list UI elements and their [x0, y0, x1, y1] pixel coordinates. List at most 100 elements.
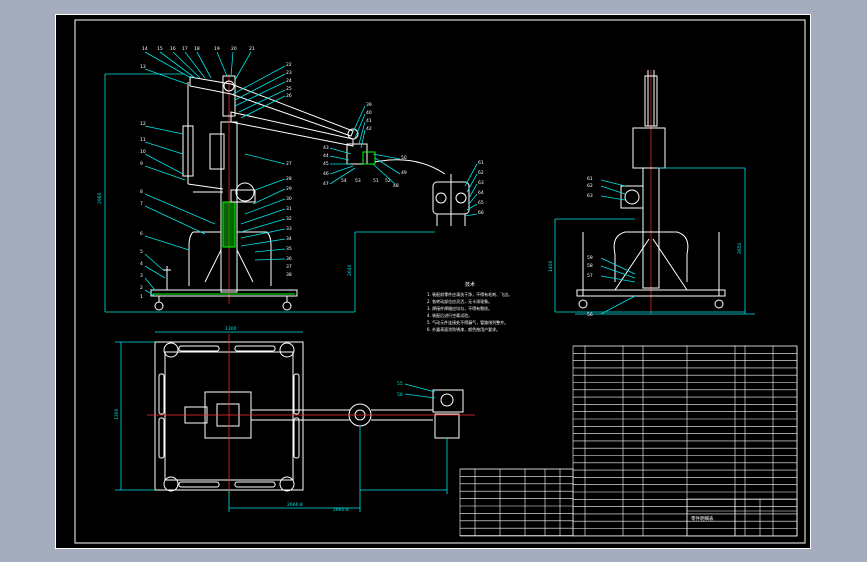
- balloon-number: 7: [140, 201, 143, 207]
- side-dimensions: [554, 167, 755, 315]
- balloon-number: 27: [286, 161, 292, 167]
- note-line: 6. 外露表面涂防锈漆，颜色按用户要求。: [427, 327, 501, 332]
- balloon-number: 61: [587, 176, 593, 182]
- plan-dimensions: [115, 331, 448, 512]
- balloon-number: 59: [587, 255, 593, 261]
- balloon-number: 62: [587, 183, 593, 189]
- note-line: 3. 焊接件焊缝应均匀，不得有裂纹。: [427, 306, 493, 311]
- note-line: 4. 装配后进行空载试验。: [427, 313, 473, 318]
- table-cell: [459, 468, 574, 537]
- balloon-number: 29: [286, 186, 292, 192]
- balloon-number: 12: [140, 121, 146, 127]
- plan-reach-a: 2660.8: [287, 502, 303, 508]
- balloon-number: 6: [140, 231, 143, 237]
- balloon-number: 38: [286, 272, 292, 278]
- balloon-number: 36: [286, 256, 292, 262]
- balloon-number: 18: [194, 46, 200, 52]
- balloon-number: 37: [286, 264, 292, 270]
- front-height-dimension: 2960: [97, 192, 103, 204]
- balloon-number: 4: [140, 261, 143, 267]
- balloon-number: 65: [478, 200, 484, 206]
- plan-width-dimension: 1300: [225, 326, 237, 332]
- balloon-number: 46: [323, 171, 329, 177]
- note-line: 5. 气动元件连接处不得漏气，管路排列整齐。: [427, 320, 509, 325]
- balloon-number: 1: [140, 294, 143, 300]
- balloon-number: 25: [286, 86, 292, 92]
- inner-border: [74, 19, 806, 544]
- balloon-number: 22: [286, 62, 292, 68]
- balloon-number: 57: [587, 273, 593, 279]
- balloon-number: 62: [478, 170, 484, 176]
- balloon-number: 41: [366, 118, 372, 124]
- balloon-number: 5: [140, 249, 143, 255]
- balloon-number: 14: [142, 46, 148, 52]
- balloon-number: 66: [478, 210, 484, 216]
- balloon-number: 56: [397, 392, 403, 398]
- balloon-number: 50: [401, 155, 407, 161]
- balloon-number: 13: [140, 64, 146, 70]
- balloon-number: 44: [323, 153, 329, 159]
- lower-arm: [230, 111, 354, 147]
- balloon-number: 19: [214, 46, 220, 52]
- plan-axes: [147, 334, 475, 498]
- balloon-number: 35: [286, 246, 292, 252]
- balloon-number: 17: [182, 46, 188, 52]
- front-view: [150, 74, 470, 311]
- balloon-number: 42: [366, 126, 372, 132]
- title-block-label: 零件明细表: [691, 515, 714, 522]
- balloon-number: 48: [393, 183, 399, 189]
- balloon-number: 20: [231, 46, 237, 52]
- side-height-dimension: 2650: [737, 242, 743, 254]
- balloon-number: 11: [140, 137, 146, 143]
- note-line: 1. 装配前零件应清洗干净，不得有毛刺、飞边。: [427, 292, 513, 297]
- balloon-number: 43: [323, 145, 329, 151]
- plan-depth-dimension: 1300: [114, 408, 120, 420]
- side-upper-column: [644, 75, 658, 127]
- parts-tables: 零件明细表: [459, 345, 798, 537]
- balloon-number: 49: [401, 170, 407, 176]
- balloon-number: 16: [170, 46, 176, 52]
- balloon-number: 47: [323, 181, 329, 187]
- balloon-number: 56: [587, 312, 593, 318]
- balloon-number: 24: [286, 78, 292, 84]
- upper-arm: [189, 76, 354, 137]
- balloon-number: 31: [286, 206, 292, 212]
- balloon-number: 2: [140, 285, 143, 291]
- balloon-number: 8: [140, 189, 143, 195]
- balloon-number: 55: [397, 381, 403, 387]
- left-cylinder: [182, 125, 194, 177]
- plan-view: [154, 341, 464, 492]
- balloon-number: 63: [478, 180, 484, 186]
- balloon-number: 61: [478, 160, 484, 166]
- balloon-number: 3: [140, 273, 143, 279]
- plan-gripper: [432, 389, 464, 413]
- balloon-number: 52: [385, 178, 391, 184]
- balloon-number: 10: [140, 149, 146, 155]
- front-dimensions: [104, 51, 478, 313]
- balloon-number: 32: [286, 216, 292, 222]
- rotary-unit: [222, 201, 236, 248]
- balloon-number: 40: [366, 110, 372, 116]
- balloon-number: 64: [478, 190, 484, 196]
- balloon-number: 51: [373, 178, 379, 184]
- front-reach-dimension: 2640: [347, 264, 353, 276]
- table-cell: [686, 498, 798, 537]
- balloon-number: 53: [355, 178, 361, 184]
- balloon-number: 9: [140, 161, 143, 167]
- notes-title: 技术: [465, 282, 476, 288]
- frame-border: [55, 14, 811, 549]
- balloon-number: 39: [366, 102, 372, 108]
- side-counterweight: [632, 127, 666, 169]
- balloon-number: 33: [286, 226, 292, 232]
- balloon-number: 21: [249, 46, 255, 52]
- balloon-number: 15: [157, 46, 163, 52]
- balloon-number: 63: [587, 193, 593, 199]
- balloon-number: 28: [286, 176, 292, 182]
- side-width-dimension: 1400: [548, 260, 554, 272]
- balloon-number: 26: [286, 93, 292, 99]
- balloon-number: 23: [286, 70, 292, 76]
- counterweight: [209, 133, 225, 170]
